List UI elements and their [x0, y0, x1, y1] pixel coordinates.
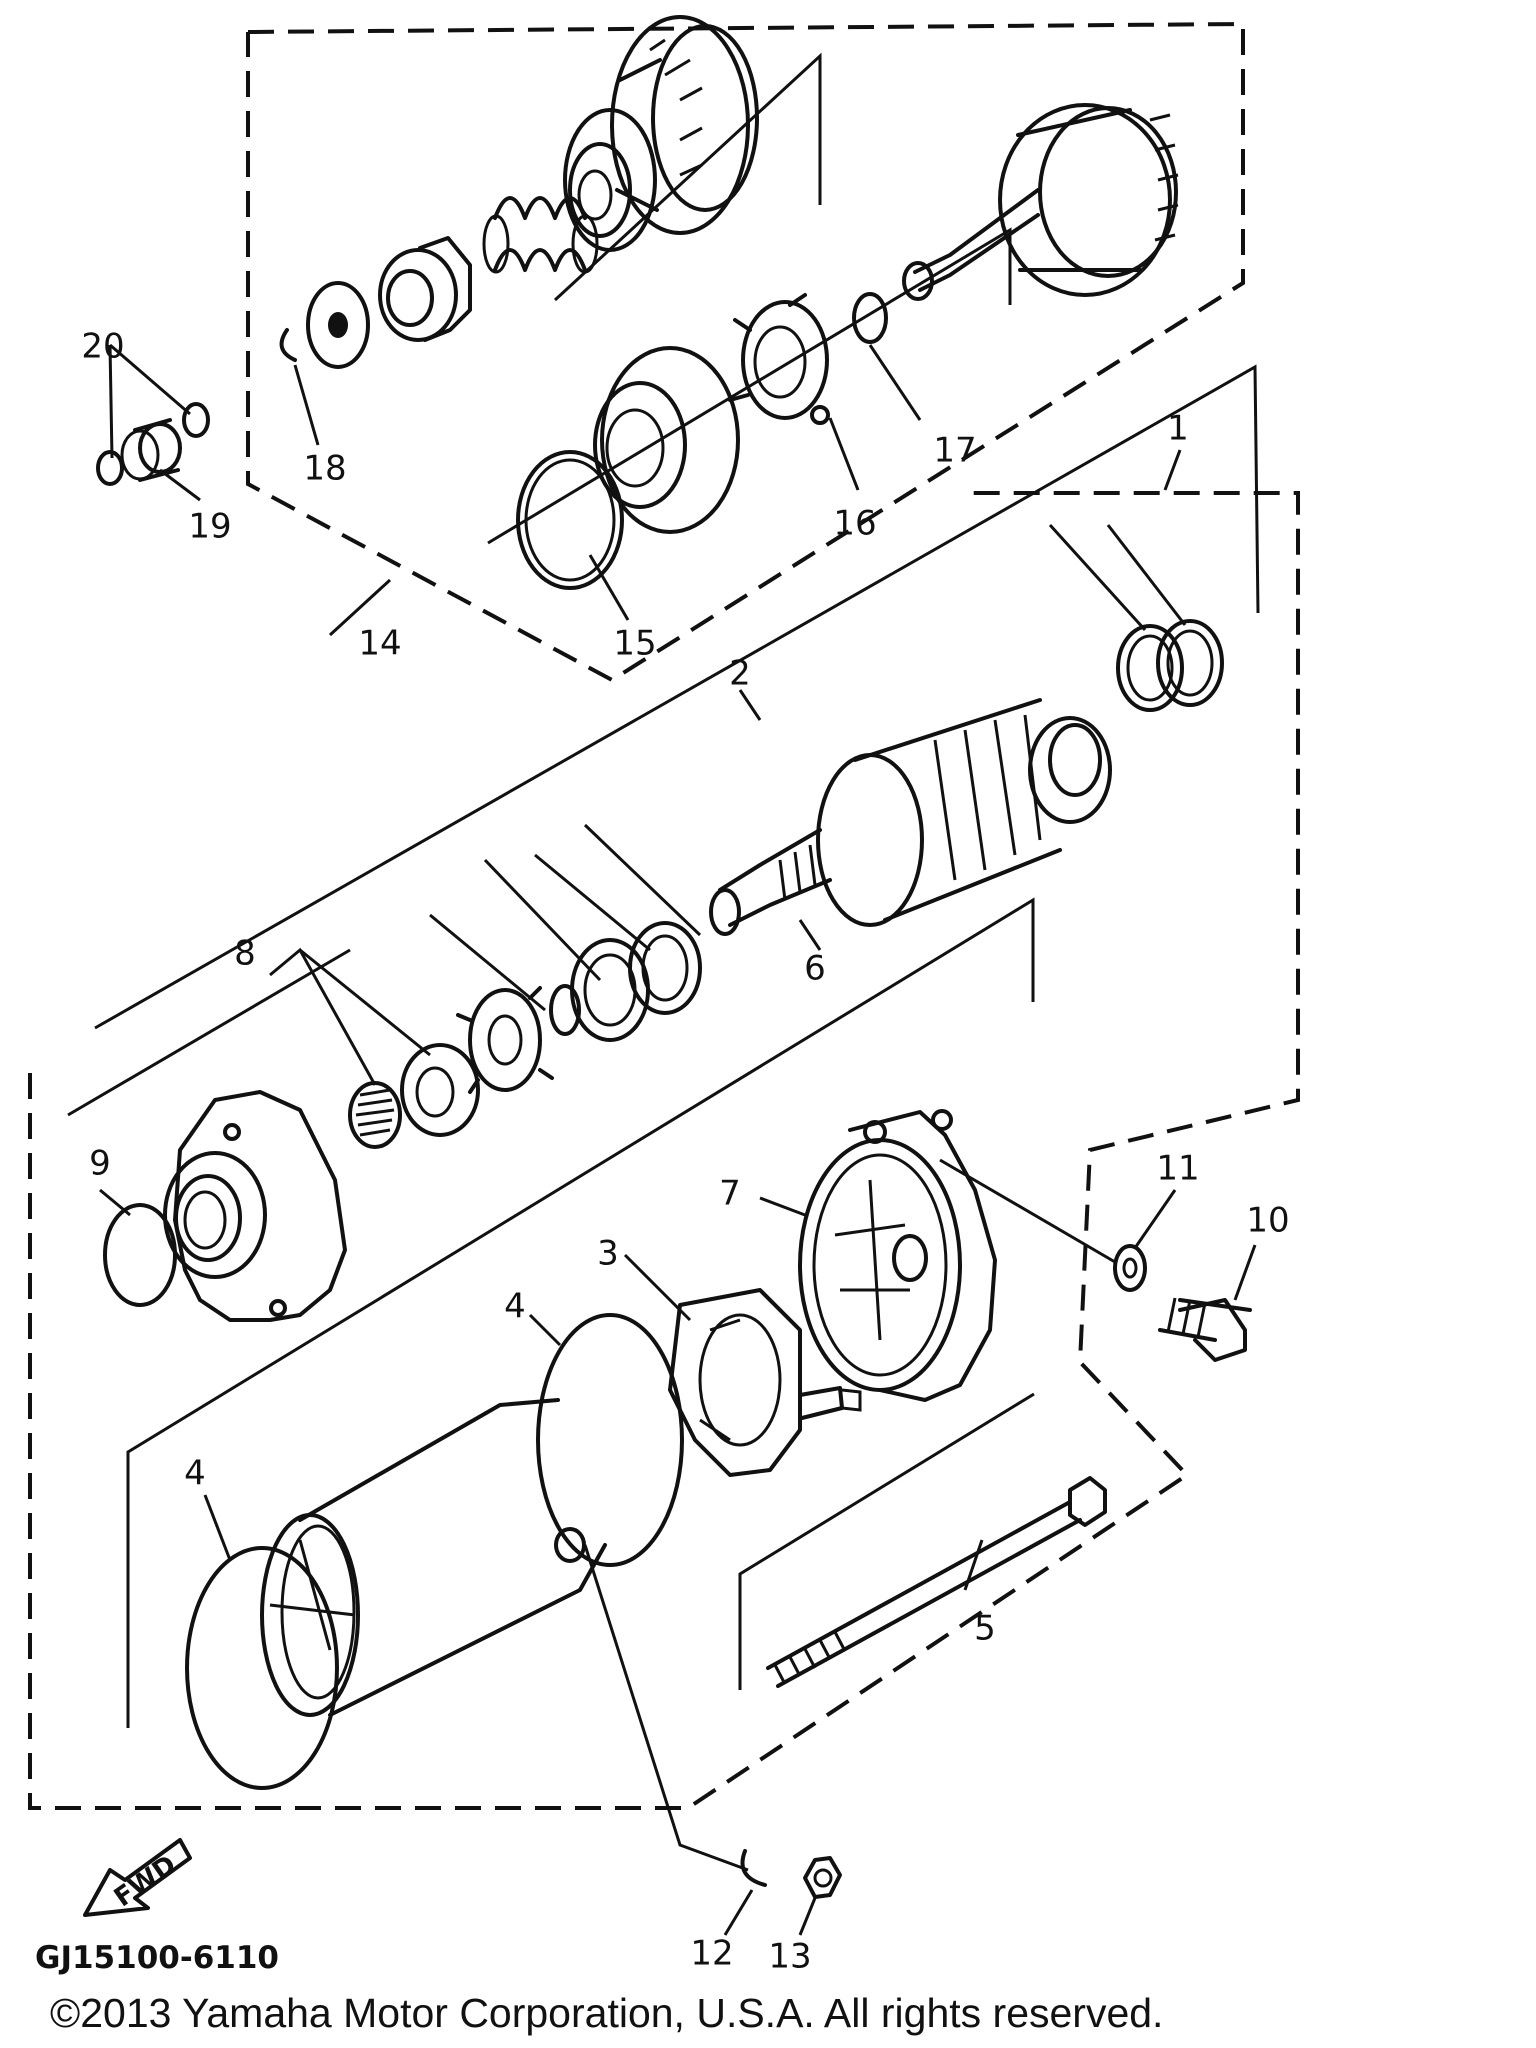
bracket-5: [738, 1392, 1035, 1690]
part-17-snap-ring: [852, 292, 888, 344]
part-13-nut: [803, 1856, 842, 1899]
part-4-o-ring-rear: [536, 1313, 684, 1567]
callout-8: 8: [234, 934, 256, 974]
part-18-circlip: [279, 328, 297, 362]
part-10-bolt: [1158, 1297, 1252, 1362]
bracket-2: [94, 364, 1260, 1030]
copyright-notice: ©2013 Yamaha Motor Corporation, U.S.A. A…: [50, 1990, 1164, 2036]
part-8-front-cover: [163, 1090, 347, 1322]
part-armature: [709, 698, 1112, 936]
callout-9: 9: [89, 1144, 111, 1184]
part-bearing-housing: [593, 346, 740, 534]
part-armature-washers: [1116, 619, 1224, 712]
bracket-8: [67, 948, 351, 1117]
callout-3: 3: [597, 1234, 619, 1274]
callout-10: 10: [1246, 1201, 1289, 1241]
part-7-rear-cover: [798, 1109, 997, 1402]
callout-19: 19: [188, 507, 231, 547]
callout-5: 5: [974, 1609, 996, 1649]
callout-16: 16: [833, 504, 876, 544]
callout-14: 14: [358, 624, 401, 664]
part-shaft-washers: [549, 921, 702, 1042]
part-19-spring-pin: [120, 418, 182, 482]
callout-18: 18: [303, 449, 346, 489]
callout-20: 20: [81, 327, 124, 367]
part-ring-gear-shaft: [902, 103, 1179, 301]
callout-11: 11: [1156, 1149, 1199, 1189]
callout-6: 6: [804, 949, 826, 989]
callout-17: 17: [933, 431, 976, 471]
part-9-o-ring: [103, 1203, 177, 1307]
part-5-through-bolt: [766, 1476, 1107, 1688]
bracket-stator: [126, 897, 1035, 1728]
callout-1: 1: [1167, 409, 1189, 449]
drawing-code: GJ15100-6110: [35, 1940, 279, 1976]
part-3-brush-holder: [668, 1288, 862, 1477]
part-lock-washer: [456, 986, 554, 1094]
group-outline-1: [28, 491, 1300, 1810]
group-outline-14: [246, 21, 1245, 683]
part-collar-ring: [306, 281, 370, 369]
callout-4-rear: 4: [504, 1287, 526, 1327]
part-12-circlip: [740, 1849, 767, 1887]
part-4-o-ring-front: [185, 1546, 339, 1790]
part-spring: [482, 196, 599, 274]
fwd-arrow-icon: FWD: [83, 1838, 192, 1917]
part-pinion-collar: [378, 236, 472, 342]
part-11-washer: [1113, 1244, 1147, 1292]
callout-2: 2: [729, 654, 751, 694]
callout-7: 7: [719, 1174, 741, 1214]
part-20-washers: [96, 402, 210, 486]
part-16-clutch-plate: [728, 293, 830, 425]
leader-lines: [99, 343, 1257, 1936]
callout-4-front: 4: [184, 1454, 206, 1494]
callout-12: 12: [690, 1934, 733, 1974]
part-needle-bearing: [348, 1081, 402, 1149]
part-clutch-housing: [563, 15, 759, 252]
callout-15: 15: [613, 624, 656, 664]
part-yoke: [260, 1398, 607, 1717]
callout-13: 13: [768, 1937, 811, 1977]
part-bearing-seal: [400, 1043, 480, 1137]
part-15-o-ring: [516, 450, 624, 590]
